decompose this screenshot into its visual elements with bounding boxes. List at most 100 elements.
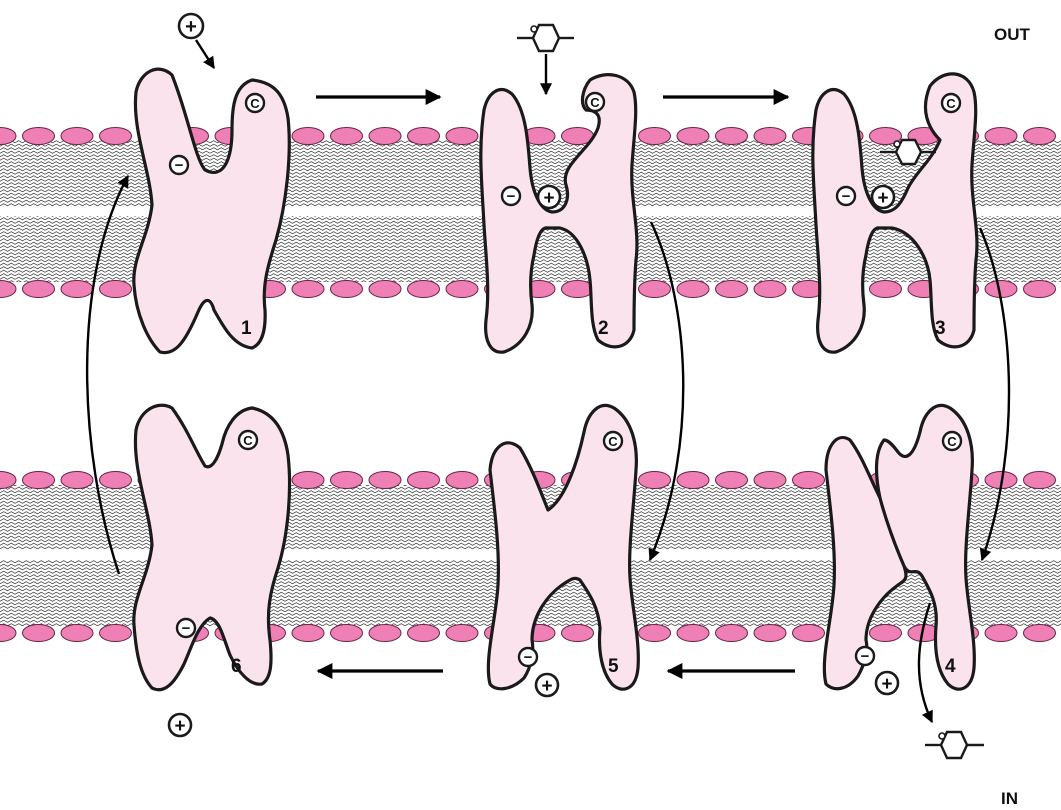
svg-text:−: − [175,157,184,174]
lipid-head [754,472,786,489]
state-4-released-cation: + [876,672,898,695]
lipid-head [61,281,93,298]
lipid-head [677,472,709,489]
state-1-c-site: C [246,94,264,112]
lipid-head [1024,281,1056,298]
substrate-ring-icon [517,25,574,51]
in-label: IN [1001,789,1018,808]
lipid-head [1024,625,1056,642]
state-4-anion-site: − [856,647,874,665]
lipid-head [1024,128,1056,145]
lipid-head [0,281,16,298]
svg-text:C: C [608,434,618,449]
state-4-c-site: C [943,432,961,450]
lipid-head [677,625,709,642]
state-6-number: 6 [231,656,242,677]
lipid-head [985,625,1017,642]
lipid-head [0,625,16,642]
lipid-head [369,281,401,298]
lipid-head [1024,472,1056,489]
svg-text:−: − [507,188,516,205]
state-2-protein-body [481,75,637,353]
lipid-head [716,472,748,489]
state-5-released-cation: + [536,674,558,697]
svg-text:C: C [250,96,260,111]
lipid-head [639,625,671,642]
lipid-head [408,281,440,298]
svg-text:+: + [185,16,197,38]
state-6-protein-body [134,405,290,689]
lipid-head [23,625,55,642]
lipid-head [754,128,786,145]
svg-text:+: + [877,188,888,209]
lipid-head [369,625,401,642]
lipid-head [331,625,363,642]
lipid-head [23,281,55,298]
state-2-bound-cation: + [538,186,560,209]
svg-text:C: C [243,433,253,448]
lipid-head [446,128,478,145]
svg-text:+: + [541,676,552,697]
state-5-c-site: C [604,432,622,450]
lipid-head [446,281,478,298]
cation-entry-arrow [196,40,214,68]
lipid-head [446,625,478,642]
lipid-head [369,472,401,489]
lipid-head [23,472,55,489]
lipid-head [754,625,786,642]
state-6-anion-site: − [177,619,195,637]
state-6-released-cation: + [169,714,191,737]
out-label: OUT [994,25,1031,44]
lipid-head [446,472,478,489]
state-2-number: 2 [598,318,609,339]
lipid-head [639,281,671,298]
svg-text:C: C [946,96,956,111]
lipid-head [292,625,324,642]
state-3-anion-site: − [837,187,855,205]
lipid-head [100,128,132,145]
state-1-protein-body [134,69,289,352]
lipid-head [793,472,825,489]
svg-text:+: + [543,188,554,209]
state-2-c-site: C [586,93,604,111]
lipid-head [100,625,132,642]
lipid-head [639,472,671,489]
state-5-transporter: C − 5 [488,405,638,689]
lipid-head [677,281,709,298]
lipid-head [562,625,594,642]
lipid-head [100,281,132,298]
lipid-head [985,128,1017,145]
lipid-head [639,128,671,145]
state-6-c-site: C [239,431,257,449]
lipid-head [61,625,93,642]
state-3-transporter: C − + 3 [813,74,977,352]
lipid-head [716,625,748,642]
lipid-head [716,128,748,145]
lipid-head [408,472,440,489]
state-2-anion-site: − [502,187,520,205]
svg-text:C: C [590,95,600,110]
svg-text:+: + [881,674,892,695]
lipid-head [331,281,363,298]
lipid-head [331,472,363,489]
state-4-released-substrate [925,732,984,758]
lipid-head [100,472,132,489]
state-4-number: 4 [945,656,956,677]
state-1-transporter: C − 1 [134,69,289,352]
lipid-head [870,281,902,298]
lipid-head [677,128,709,145]
svg-text:−: − [524,649,533,666]
lipid-head [292,281,324,298]
state-3-number: 3 [935,318,946,339]
lipid-head [23,128,55,145]
svg-text:+: + [174,716,185,737]
lipid-head [61,472,93,489]
svg-text:C: C [947,434,957,449]
svg-text:−: − [842,188,851,205]
lipid-head [793,625,825,642]
state-6-transporter: C − 6 [134,405,290,689]
state-1-anion-site: − [170,156,188,174]
lipid-head [61,128,93,145]
state-2-transporter: C − + 2 [481,75,637,353]
